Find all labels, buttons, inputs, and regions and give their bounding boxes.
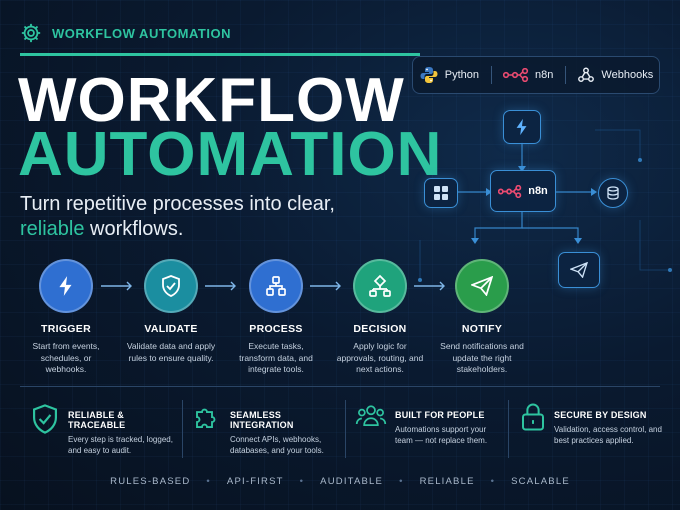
n8n-icon (503, 68, 529, 82)
tool-divider (490, 66, 492, 84)
step-title: DECISION (353, 323, 407, 335)
step-validate: VALIDATE Validate data and apply rules t… (126, 259, 216, 364)
tool-webhooks: Webhooks (577, 66, 653, 84)
brand-label: WORKFLOW AUTOMATION (52, 25, 231, 41)
feature-title: SEAMLESS INTEGRATION (230, 410, 294, 430)
python-icon (420, 67, 438, 83)
step-process: PROCESS Execute tasks, transform data, a… (231, 259, 321, 376)
n8n-icon (498, 184, 522, 198)
hero-title-line1: WORKFLOW (18, 66, 405, 135)
diagram-trigger-node (503, 110, 541, 144)
feature-people: BUILT FOR PEOPLE Automations support you… (355, 402, 505, 446)
step-desc: Send notifications and update the right … (440, 341, 524, 374)
puzzle-icon (196, 408, 216, 428)
lock-icon (522, 403, 544, 431)
step-arrow (101, 281, 132, 291)
step-title: VALIDATE (144, 323, 198, 335)
diagram-center-label: n8n (528, 185, 548, 197)
feature-desc: Connect APIs, webhooks, databases, and y… (230, 435, 324, 455)
tool-label: n8n (535, 69, 554, 81)
subtitle-part2: workflows. (84, 218, 184, 240)
step-trigger: TRIGGER Start from events, schedules, or… (21, 259, 111, 376)
step-circle (353, 259, 407, 313)
feature-title: SECURE BY DESIGN (554, 410, 647, 420)
step-decision: DECISION Apply logic for approvals, rout… (335, 259, 425, 376)
features-divider (20, 386, 660, 387)
tag: RELIABLE (419, 476, 475, 487)
tag-separator: • (206, 476, 211, 487)
tool-divider (564, 66, 566, 84)
hero-title-line2: AUTOMATION (18, 120, 443, 189)
brand: WORKFLOW AUTOMATION (20, 22, 231, 44)
tool-label: Python (444, 69, 479, 81)
tag: RULES-BASED (110, 476, 191, 487)
feature-desc: Validation, access control, and best pra… (554, 425, 662, 445)
webhooks-icon (578, 67, 595, 83)
lightning-icon (516, 118, 527, 136)
brand-underline (20, 53, 420, 56)
diagram-notify-node (558, 252, 600, 288)
step-desc: Start from events, schedules, or webhook… (32, 341, 100, 374)
diagram-database-node (598, 178, 628, 208)
step-circle (249, 259, 303, 313)
step-arrow (205, 281, 236, 291)
feature-divider (182, 400, 183, 458)
shield-check-icon (33, 404, 57, 434)
tool-label: Webhooks (601, 69, 654, 81)
decision-tree-icon (369, 274, 391, 297)
step-title: NOTIFY (461, 323, 503, 335)
step-circle (39, 259, 93, 313)
step-desc: Apply logic for approvals, routing, and … (336, 341, 424, 374)
feature-divider (345, 400, 346, 458)
paper-plane-icon (471, 276, 493, 296)
paper-plane-icon (570, 262, 588, 278)
shield-check-icon (162, 275, 180, 297)
grid-apps-icon (434, 186, 448, 200)
people-icon (355, 405, 387, 426)
feature-title: BUILT FOR PEOPLE (395, 410, 485, 420)
diagram-n8n-node: n8n (490, 170, 556, 212)
process-flow-icon (266, 276, 286, 296)
feature-desc: Every step is tracked, logged, and easy … (68, 435, 173, 455)
step-arrow (310, 281, 341, 291)
diagram-apps-node (424, 178, 458, 208)
feature-reliable: RELIABLE & TRACEABLE Every step is track… (30, 402, 178, 456)
feature-integration: SEAMLESS INTEGRATION Connect APIs, webho… (192, 402, 342, 456)
tags-row: RULES-BASED • API-FIRST • AUDITABLE • RE… (0, 476, 680, 487)
step-desc: Execute tasks, transform data, and integ… (239, 341, 313, 374)
tag-separator: • (490, 476, 496, 487)
tag-separator: • (399, 476, 404, 487)
step-notify: NOTIFY Send notifications and update the… (437, 259, 527, 376)
tag: SCALABLE (511, 476, 570, 487)
gear-icon (21, 23, 41, 43)
step-arrow (414, 281, 445, 291)
tool-n8n: n8n (503, 68, 553, 82)
tag: AUDITABLE (320, 476, 384, 487)
tag-separator: • (299, 476, 305, 487)
step-title: PROCESS (249, 323, 303, 335)
database-icon (607, 186, 619, 200)
feature-secure: SECURE BY DESIGN Validation, access cont… (520, 402, 665, 446)
subtitle-accent: reliable (20, 218, 85, 240)
step-desc: Validate data and apply rules to ensure … (126, 341, 216, 363)
lightning-icon (59, 276, 72, 296)
tool-python: Python (419, 65, 479, 85)
diagram-connectors (418, 129, 672, 282)
feature-divider (508, 400, 509, 458)
feature-title: RELIABLE & TRACEABLE (68, 410, 126, 430)
hero-subtitle: Turn repetitive processes into clear, re… (20, 192, 340, 242)
tag: API-FIRST (226, 476, 284, 487)
feature-desc: Automations support your team — not repl… (395, 425, 488, 445)
step-circle (455, 259, 509, 313)
tools-bar: Python n8n Webhooks (412, 56, 660, 94)
step-title: TRIGGER (41, 323, 91, 335)
step-circle (144, 259, 198, 313)
subtitle-part1: Turn repetitive processes into clear, (20, 193, 335, 215)
